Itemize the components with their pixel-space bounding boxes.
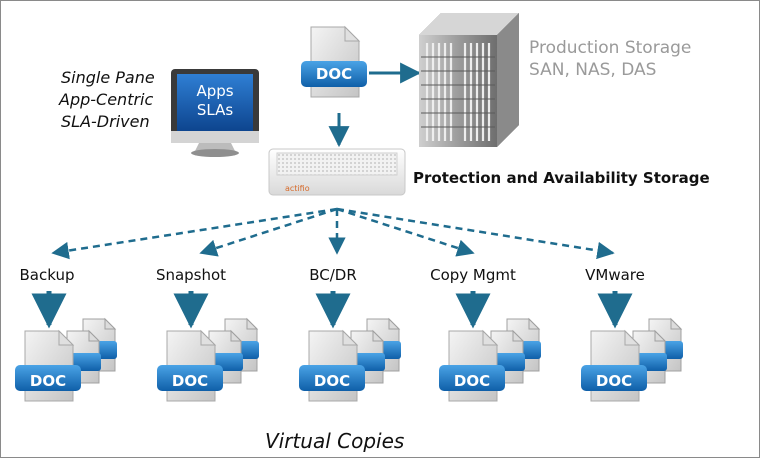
appliance-brand: actifio — [285, 184, 310, 193]
note-sla-driven: SLA-Driven — [61, 112, 150, 131]
doc-stack-snapshot-icon: DOC — [156, 318, 260, 402]
production-storage-types: SAN, NAS, DAS — [529, 60, 656, 80]
doc-label-snapshot: DOC — [172, 372, 208, 390]
branch-backup: DOC — [14, 291, 118, 402]
protection-storage-label: Protection and Availability Storage — [413, 169, 710, 187]
doc-label-bcdr: DOC — [314, 372, 350, 390]
branch-label-snapshot: Snapshot — [156, 266, 226, 284]
doc-stack-vmware-icon: DOC — [580, 318, 684, 402]
virtual-copies-caption: Virtual Copies — [265, 429, 404, 453]
doc-label-vmware: DOC — [596, 372, 632, 390]
branch-label-copy-mgmt: Copy Mgmt — [430, 266, 516, 284]
production-storage-rack-icon — [419, 13, 519, 147]
doc-stack-copy-mgmt-icon: DOC — [438, 318, 542, 402]
branch-vmware: DOC — [580, 291, 684, 402]
doc-stack-bcdr-icon: DOC — [298, 318, 402, 402]
branch-label-bcdr: BC/DR — [309, 266, 357, 284]
doc-label-backup: DOC — [30, 372, 66, 390]
production-storage-title: Production Storage — [529, 38, 691, 58]
actifio-appliance-icon: actifio — [268, 148, 406, 196]
doc-stack-backup-icon: DOC — [14, 318, 118, 402]
branch-bcdr: DOC — [298, 291, 402, 402]
fanout-arrow-backup — [51, 207, 338, 260]
doc-label-copy-mgmt: DOC — [454, 372, 490, 390]
branch-copy-mgmt: DOC — [438, 291, 542, 402]
branch-snapshot: DOC — [156, 291, 260, 402]
top-doc-icon: DOC — [300, 26, 368, 98]
monitor-screen-line1: Apps — [196, 82, 233, 100]
fanout-arrows — [51, 207, 615, 260]
top-doc-label: DOC — [316, 65, 352, 83]
branch-label-backup: Backup — [20, 266, 75, 284]
note-app-centric: App-Centric — [58, 90, 153, 109]
monitor-icon: Apps SLAs — [171, 69, 259, 157]
branch-label-vmware: VMware — [585, 266, 645, 284]
fanout-arrow-vmware — [336, 207, 615, 260]
fanout-arrow-copy-mgmt — [336, 207, 475, 257]
monitor-screen-line2: SLAs — [197, 101, 233, 119]
fanout-arrow-snapshot — [199, 207, 338, 257]
note-single-pane: Single Pane — [61, 68, 155, 87]
